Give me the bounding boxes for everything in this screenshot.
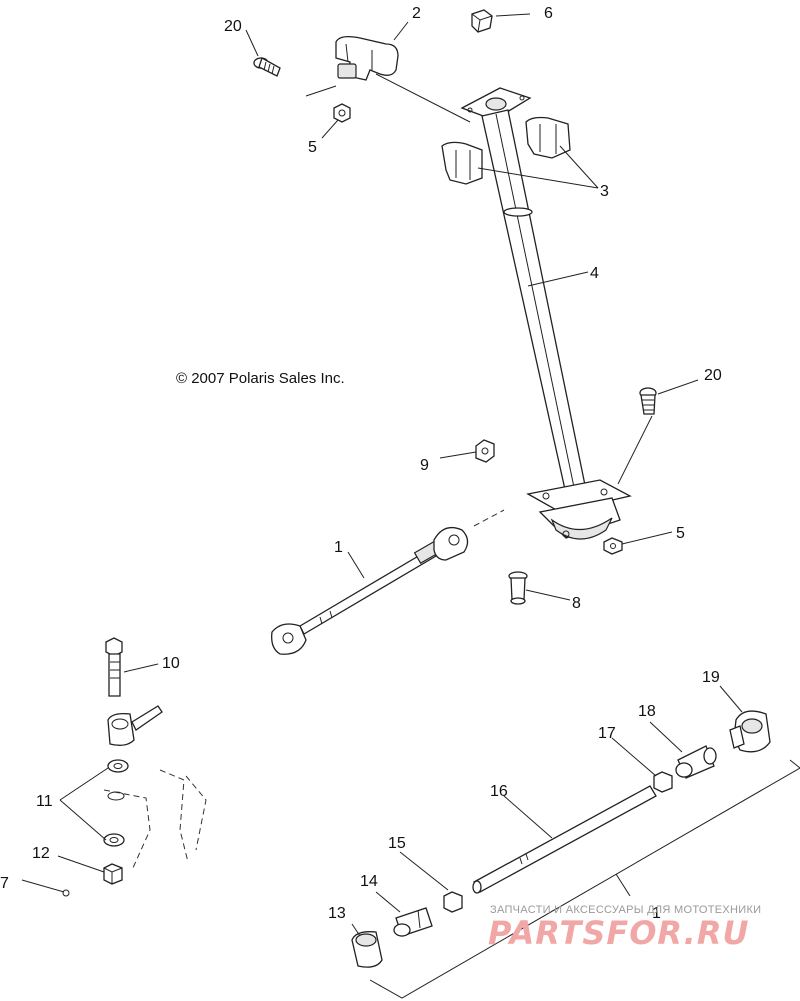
callout-4: 4 <box>590 265 599 282</box>
part-2-clamp <box>335 36 399 81</box>
part-3-bushing-left <box>441 141 483 185</box>
callout-11: 11 <box>36 793 53 810</box>
callout-2: 2 <box>412 5 421 22</box>
part-14-ball-joint <box>393 907 433 937</box>
part-7-cotter-pin <box>21 879 70 897</box>
callout-16: 16 <box>490 783 508 800</box>
part-13-rod-end <box>351 931 383 968</box>
part-11-washer-bottom <box>103 833 125 847</box>
watermark-brand-logo: PARTSFOR.RU <box>488 914 750 952</box>
callout-9: 9 <box>420 457 429 474</box>
copyright-text: © 2007 Polaris Sales Inc. <box>176 370 345 387</box>
part-19-rod-end <box>729 710 771 753</box>
callout-1-upper: 1 <box>334 539 343 556</box>
callout-5-right: 5 <box>676 525 685 542</box>
part-12-nut <box>103 863 123 885</box>
part-3-bushing-right <box>525 116 571 159</box>
callout-8: 8 <box>572 595 581 612</box>
part-4-steering-post <box>460 87 632 540</box>
part-5-nut-top <box>333 103 351 123</box>
callout-5-top: 5 <box>308 139 317 156</box>
callout-14: 14 <box>360 873 378 890</box>
part-18-ball-joint <box>675 745 717 779</box>
callout-6: 6 <box>544 5 553 22</box>
frame-bracket <box>103 769 207 871</box>
part-9-nut <box>475 439 495 463</box>
callout-7: 7 <box>0 875 9 892</box>
part-11-washer-top <box>107 759 129 773</box>
callout-15: 15 <box>388 835 406 852</box>
leader-lines <box>57 13 800 999</box>
callout-19: 19 <box>702 669 720 686</box>
callout-10: 10 <box>162 655 180 672</box>
part-17-nut <box>653 771 673 793</box>
callout-3: 3 <box>600 183 609 200</box>
part-6-cap <box>471 9 493 33</box>
callout-18: 18 <box>638 703 656 720</box>
part-15-nut <box>443 891 463 913</box>
callout-12: 12 <box>32 845 50 862</box>
callout-20-right: 20 <box>704 367 722 384</box>
part-20-bolt-right <box>639 387 657 415</box>
part-20-bolt-top <box>253 57 281 77</box>
watermark-tagline: ЗАПЧАСТИ И АКСЕССУАРЫ ДЛЯ МОТОТЕХНИКИ <box>490 904 762 916</box>
callout-13: 13 <box>328 905 346 922</box>
part-5-nut-right <box>603 537 623 555</box>
part-16-tie-rod-shaft <box>472 785 657 894</box>
callouts: 2 20 6 5 3 4 20 9 5 1 8 10 19 18 17 16 1… <box>0 5 722 922</box>
callout-20-top: 20 <box>224 18 242 35</box>
part-10-bolt <box>105 637 123 697</box>
callout-1-lower: 1 <box>652 905 661 922</box>
part-8-bolt <box>508 571 528 605</box>
callout-17: 17 <box>598 725 616 742</box>
part-1-tie-rod-upper <box>271 526 469 655</box>
rod-end-lower-left <box>107 705 163 746</box>
